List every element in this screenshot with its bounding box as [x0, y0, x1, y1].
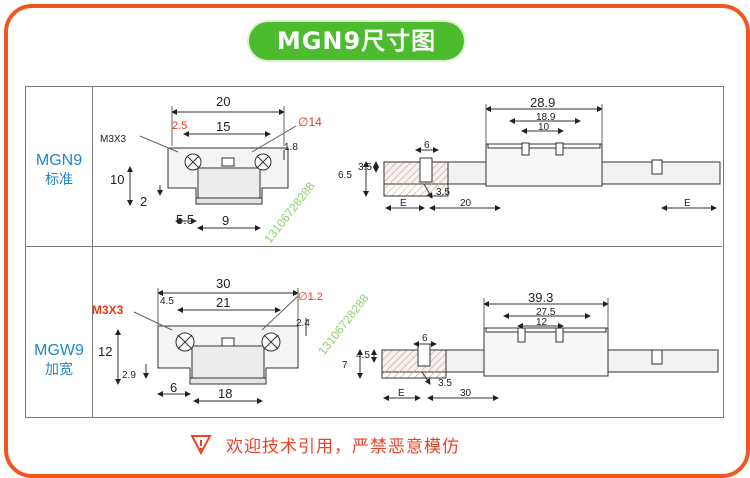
dim-left-a: 4.5 — [356, 350, 370, 361]
dim-height: 12 — [98, 344, 112, 359]
dim-inner-length: 18.9 — [536, 112, 556, 123]
dim-left-a: 3.5 — [358, 162, 372, 173]
side-view-standard — [363, 104, 721, 211]
dim-diameter: ∅14 — [298, 115, 322, 129]
dim-pitch: 20 — [460, 198, 472, 209]
dim-rail-width: 18 — [218, 386, 232, 401]
row-divider — [25, 246, 722, 247]
dim-small-a: 4.5 — [160, 296, 174, 307]
dim-bottom-a: 3.5 — [438, 378, 452, 389]
dim-left-b: 6.5 — [338, 170, 352, 181]
dim-inner-length: 27.5 — [536, 307, 556, 318]
front-view-standard — [127, 106, 297, 231]
dim-height-right: 1.8 — [284, 142, 298, 153]
dim-base: 2 — [140, 194, 147, 209]
dim-bottom-a: 3.5 — [436, 187, 450, 198]
dim-left-b: 7 — [342, 360, 348, 371]
dim-block-length: 39.3 — [528, 290, 553, 305]
watermark-phone: 13106728288 — [261, 179, 317, 246]
dim-block-length: 28.9 — [530, 95, 555, 110]
dim-hole-pitch: 10 — [538, 122, 550, 133]
dim-rail-width: 9 — [222, 213, 229, 228]
dim-height-right: 2.4 — [296, 318, 310, 329]
side-view-wide — [357, 298, 719, 401]
page-title: MGN9尺寸图 — [249, 22, 464, 60]
watermark-phone: 13106728288 — [315, 291, 371, 358]
dim-thread: M3X3 — [92, 303, 124, 317]
label-column-divider — [92, 86, 93, 417]
dim-e-left: E — [400, 198, 407, 209]
dim-hole-pitch: 12 — [536, 317, 548, 328]
model-label-wide: MGW9 加宽 — [26, 342, 92, 378]
dim-pitch: 30 — [460, 388, 472, 399]
footer-notice: 欢迎技术引用，严禁恶意模仿 — [190, 430, 460, 458]
dim-diameter: ∅1.2 — [298, 291, 323, 303]
dim-rail-offset: 6 — [170, 380, 177, 395]
dim-thread: M3X3 — [100, 134, 127, 145]
dim-top-small: 6 — [424, 140, 430, 151]
footer-text: 欢迎技术引用，严禁恶意模仿 — [226, 436, 460, 457]
dim-hole-spacing: 15 — [216, 119, 230, 134]
dim-overall-width: 20 — [216, 94, 230, 109]
model-name: MGN9 — [35, 152, 83, 169]
model-variant: 标准 — [45, 171, 73, 187]
dim-e-right: E — [684, 198, 691, 209]
dim-hole-spacing: 21 — [216, 295, 230, 310]
front-view-wide — [115, 288, 307, 404]
dim-height: 10 — [110, 172, 124, 187]
warning-triangle-icon — [190, 435, 212, 455]
dim-rail-offset: 5.5 — [176, 212, 194, 227]
dim-e-left: E — [398, 388, 405, 399]
dim-base: 2.9 — [122, 370, 136, 381]
model-name: MGW9 — [34, 342, 84, 359]
dim-small-a: 2.5 — [172, 120, 187, 132]
dim-overall-width: 30 — [216, 276, 230, 291]
model-label-standard: MGN9 标准 — [26, 152, 92, 188]
model-variant: 加宽 — [45, 361, 73, 377]
dim-top-small: 6 — [422, 333, 428, 344]
